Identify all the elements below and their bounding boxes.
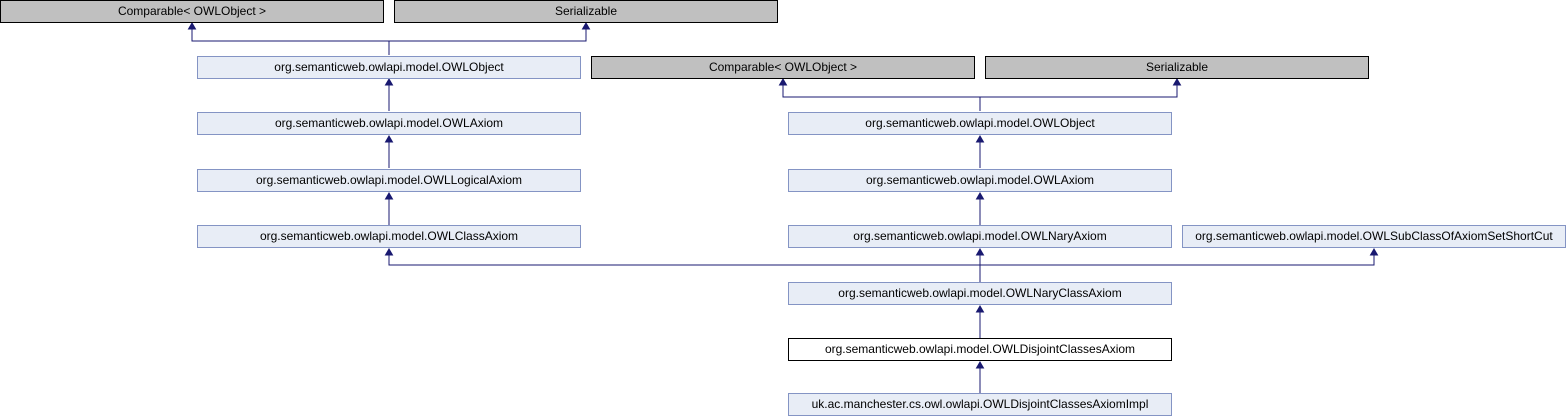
arrowhead-owlaxiom-right xyxy=(975,192,985,200)
arrowhead-serializable-left xyxy=(581,22,591,30)
arrowhead-shortcut xyxy=(1369,248,1379,256)
node-owlnaryclassaxiom[interactable]: org.semanticweb.owlapi.model.OWLNaryClas… xyxy=(788,282,1172,305)
edge-naryclassaxiom-to-shortcut xyxy=(980,253,1375,266)
node-serializable-left: Serializable xyxy=(394,0,778,23)
edge-owlobject-left-to-comparable xyxy=(191,27,390,55)
node-owlclassaxiom[interactable]: org.semanticweb.owlapi.model.OWLClassAxi… xyxy=(197,225,581,248)
arrowhead-comparable-right xyxy=(778,78,788,86)
node-owldisjointclassesaxiomimpl[interactable]: uk.ac.manchester.cs.owl.owlapi.OWLDisjoi… xyxy=(788,393,1172,416)
arrowhead-owlaxiom-left xyxy=(384,135,394,143)
arrowhead-classaxiom xyxy=(384,248,394,256)
arrowhead-comparable-left xyxy=(187,22,197,30)
arrowhead-owlobject-left xyxy=(384,78,394,86)
edge-owlobject-left-to-serializable xyxy=(389,27,587,42)
node-owlobject-right[interactable]: org.semanticweb.owlapi.model.OWLObject xyxy=(788,112,1172,135)
node-owlnaryaxiom[interactable]: org.semanticweb.owlapi.model.OWLNaryAxio… xyxy=(788,225,1172,248)
arrowhead-logicalaxiom xyxy=(384,192,394,200)
node-owlsubclassofaxiomsetshortcut[interactable]: org.semanticweb.owlapi.model.OWLSubClass… xyxy=(1182,225,1566,248)
node-comparable-right: Comparable< OWLObject > xyxy=(591,56,975,79)
node-owllogicalaxiom[interactable]: org.semanticweb.owlapi.model.OWLLogicalA… xyxy=(197,169,581,192)
edge-naryclassaxiom-to-classaxiom xyxy=(388,253,981,282)
arrowhead-serializable-right xyxy=(1172,78,1182,86)
node-comparable-left: Comparable< OWLObject > xyxy=(0,0,384,23)
edge-owlobject-right-to-comparable xyxy=(782,83,981,111)
node-owlobject-left[interactable]: org.semanticweb.owlapi.model.OWLObject xyxy=(197,56,581,79)
edge-owlobject-right-to-serializable xyxy=(980,83,1178,98)
node-owlaxiom-left[interactable]: org.semanticweb.owlapi.model.OWLAxiom xyxy=(197,112,581,135)
node-owldisjointclassesaxiom: org.semanticweb.owlapi.model.OWLDisjoint… xyxy=(788,338,1172,361)
node-owlaxiom-right[interactable]: org.semanticweb.owlapi.model.OWLAxiom xyxy=(788,169,1172,192)
arrowhead-disjoint xyxy=(975,361,985,369)
arrowhead-owlobject-right xyxy=(975,135,985,143)
node-serializable-right: Serializable xyxy=(985,56,1369,79)
arrowhead-naryaxiom xyxy=(975,248,985,256)
arrowhead-naryclassaxiom xyxy=(975,305,985,313)
